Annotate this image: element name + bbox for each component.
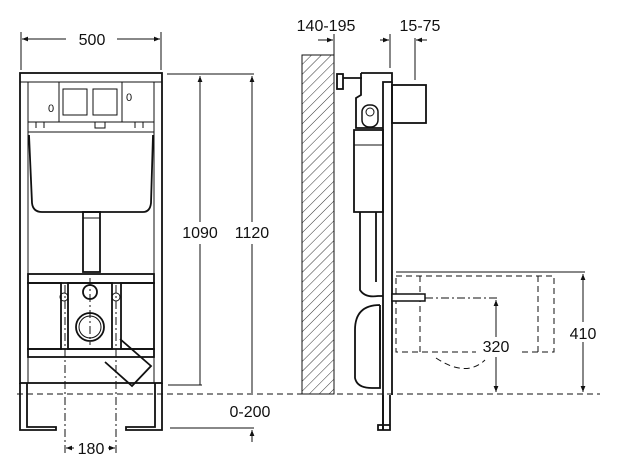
wall	[301, 54, 335, 395]
button-mark: 0	[48, 103, 54, 115]
height-1120-dimension: 1120	[235, 225, 270, 242]
frame-outline	[19, 72, 163, 384]
front-view: 500 0 0 180 1090 1120 0-200	[19, 32, 271, 458]
flush-button-left	[62, 88, 88, 116]
height-1090-dimension: 1090	[182, 225, 218, 242]
wall-gap-dimension: 140-195	[297, 18, 356, 35]
panel-dimension: 15-75	[400, 18, 441, 35]
wc-pan-outline	[395, 275, 555, 353]
pan-height-dimension: 410	[570, 326, 597, 343]
fixing-bolt	[391, 293, 426, 302]
leg-adjust-dimension: 0-200	[230, 404, 271, 421]
waste-bend	[354, 304, 381, 389]
flush-pipe	[82, 211, 101, 273]
width-dimension: 500	[79, 32, 106, 49]
flush-button-right	[92, 88, 118, 116]
left-foot	[19, 383, 57, 431]
bolt-height-dimension: 320	[483, 339, 510, 356]
button-mark: 0	[126, 92, 132, 104]
bolt-spacing-dimension: 180	[78, 441, 105, 458]
flush-plate-box	[391, 84, 427, 124]
side-view: 140-195 15-75 320 410	[297, 18, 605, 431]
right-foot	[125, 383, 163, 431]
cistern	[28, 134, 154, 213]
side-cistern	[353, 129, 384, 213]
waste-pipe	[104, 338, 153, 388]
side-leg	[377, 395, 391, 431]
